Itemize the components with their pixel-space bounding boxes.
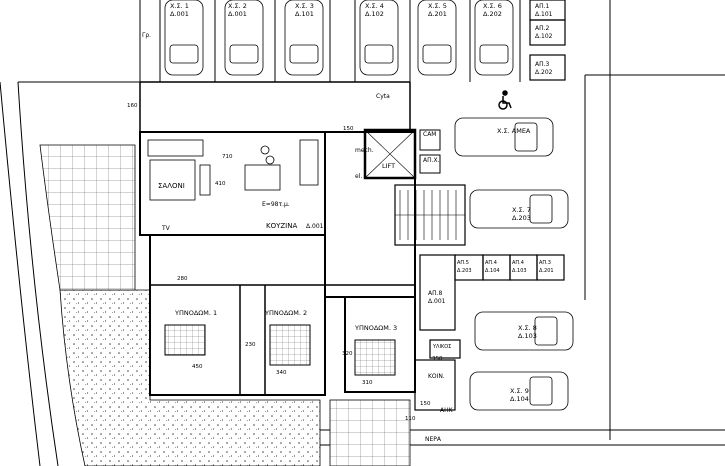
car-ps7	[469, 189, 569, 229]
storage-labels: ΑΠ.1Δ.101ΑΠ.2Δ.102ΑΠ.3Δ.202ΑΠ.5Δ.203ΑΠ.4…	[428, 3, 554, 305]
room-labels: ΣΑΛΟΝΙ ΚΟΥΖΙΝΑ Δ.001 Ε=98τ.μ. ΥΠΝΟΔΩΜ. 1…	[142, 32, 454, 443]
storage-units	[414, 0, 566, 411]
parking-unit-ps4: Δ.102	[365, 10, 384, 18]
dimension-12: 110	[405, 416, 416, 422]
parking-unit-ps1: Δ.001	[170, 10, 189, 18]
parking-row-top	[159, 0, 471, 82]
storage-label-st5: ΑΠ.5	[457, 260, 469, 266]
storage-unit-st3top: Δ.202	[535, 69, 553, 76]
gr-label: Γρ.	[142, 32, 151, 39]
dimension-1: 150	[343, 126, 354, 132]
parking-unit-ps8: Δ.103	[518, 332, 537, 340]
storage-label-st3: ΑΠ.3	[539, 260, 551, 266]
dimension-3: 410	[215, 181, 226, 187]
storage-label-st3top: ΑΠ.3	[535, 61, 550, 68]
car-outlines	[164, 0, 574, 411]
car-ps6	[474, 0, 514, 76]
parking-label-ps8: Χ.Σ. 8	[518, 324, 537, 332]
unit-code-label: Δ.001	[306, 223, 324, 230]
area-label: Ε=98τ.μ.	[262, 201, 290, 208]
storage-unit-st2: Δ.102	[535, 33, 553, 40]
lift-label: LIFT	[382, 162, 395, 170]
car-ps2	[224, 0, 264, 76]
parking-label-ps1: Χ.Σ. 1	[170, 2, 189, 10]
dimension-5: 230	[245, 342, 256, 348]
el-label: el.	[355, 173, 362, 180]
dimension-4: 280	[177, 276, 188, 282]
saloni-label: ΣΑΛΟΝΙ	[158, 182, 185, 190]
ypnodom2-label: ΥΠΝΟΔΩΜ. 2	[264, 309, 307, 317]
parking-unit-ps6: Δ.202	[483, 10, 502, 18]
dimension-9: 310	[362, 380, 373, 386]
dimension-11: 150	[420, 401, 431, 407]
beds	[164, 324, 396, 376]
parking-label-ps7: Χ.Σ. 7	[512, 206, 531, 214]
parking-label-ps3: Χ.Σ. 3	[295, 2, 314, 10]
cyta-label: Cyta	[376, 93, 390, 100]
parking-label-ps2: Χ.Σ. 2	[228, 2, 247, 10]
dimension-8: 320	[342, 351, 353, 357]
storage-label-st4: ΑΠ.4	[485, 260, 497, 266]
car-ps5	[417, 0, 457, 76]
kouzina-label: ΚΟΥΖΙΝΑ	[266, 222, 297, 230]
ypnodom3-label: ΥΠΝΟΔΩΜ. 3	[354, 324, 397, 332]
parking-label-psamea: Χ.Σ. ΑΜΕΑ	[497, 127, 531, 135]
cam-label: CAM	[423, 131, 436, 138]
storage-unit-st3: Δ.201	[539, 268, 554, 274]
car-ps8	[474, 311, 574, 351]
dimension-2: 710	[222, 154, 233, 160]
ypnodom1-label: ΥΠΝΟΔΩΜ. 1	[174, 309, 217, 317]
car-ps1	[164, 0, 204, 76]
landscape-areas	[39, 144, 411, 466]
storage-unit-st4: Δ.104	[485, 268, 500, 274]
koin-label: ΚΟΙΝ.	[428, 373, 445, 380]
car-ps9	[469, 371, 569, 411]
dimension-labels: 160 150 710 410 280 230 450 340 320 310 350 150 110	[127, 103, 443, 422]
parking-label-ps9: Χ.Σ. 9	[510, 387, 529, 395]
storage-label-st6: ΑΠ.4	[512, 260, 524, 266]
circulation-core	[363, 128, 466, 246]
parking-unit-ps9: Δ.104	[510, 395, 529, 403]
storage-unit-st8: Δ.001	[428, 298, 446, 305]
car-ps3	[284, 0, 324, 76]
dimension-6: 450	[192, 364, 203, 370]
tv-label: TV	[161, 225, 171, 232]
parking-unit-ps2: Δ.001	[228, 10, 247, 18]
parking-unit-ps7: Δ.203	[512, 214, 531, 222]
storage-unit-st5: Δ.203	[457, 268, 472, 274]
parking-unit-ps5: Δ.201	[428, 10, 447, 18]
ahk-label: ΑΗΚ	[440, 407, 454, 414]
car-psamea	[454, 117, 554, 157]
parking-label-ps6: Χ.Σ. 6	[483, 2, 502, 10]
dimension-0: 160	[127, 103, 138, 109]
storage-label-st8: ΑΠ.8	[428, 290, 443, 297]
storage-unit-st6: Δ.103	[512, 268, 527, 274]
storage-unit-st1: Δ.101	[535, 11, 553, 18]
wheelchair-icon	[498, 90, 512, 110]
living-furniture	[147, 139, 319, 201]
nero-label: ΝΕΡΑ	[425, 436, 442, 443]
storage-label-st2: ΑΠ.2	[535, 25, 550, 32]
parking-unit-ps3: Δ.101	[295, 10, 314, 18]
car-ps4	[359, 0, 399, 76]
dimension-7: 340	[276, 370, 287, 376]
ylikos-label: ΥΛΙΚΟΣ	[432, 344, 451, 350]
apx-label: ΑΠ.Χ.	[423, 157, 440, 164]
mech-label: mech.	[355, 147, 374, 154]
dimension-10: 350	[432, 356, 443, 362]
parking-label-ps5: Χ.Σ. 5	[428, 2, 447, 10]
parking-label-ps4: Χ.Σ. 4	[365, 2, 384, 10]
apartment-walls	[139, 81, 416, 396]
storage-label-st1: ΑΠ.1	[535, 3, 550, 10]
